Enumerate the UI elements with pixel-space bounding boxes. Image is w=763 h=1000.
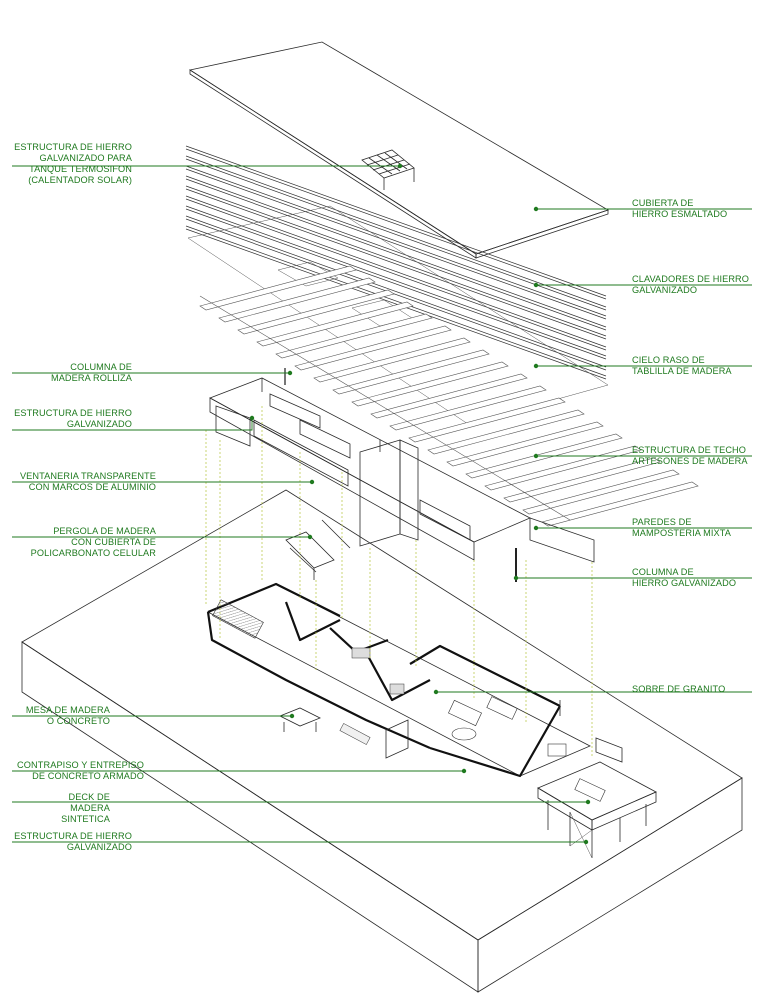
coffer-beam <box>446 421 604 467</box>
coffer-beam <box>256 301 414 347</box>
coffer-beam <box>484 445 642 491</box>
coffer-beam <box>427 409 585 455</box>
ground-floor-plan <box>206 582 623 778</box>
coffer-beam <box>503 457 661 503</box>
purlin-bar <box>185 208 607 360</box>
purlin-bar <box>185 205 607 357</box>
purlin-bar <box>185 195 607 348</box>
purlin-bar <box>185 228 607 380</box>
coffer-beam <box>275 313 433 359</box>
purlin-bar <box>185 198 607 351</box>
deck <box>537 761 657 859</box>
purlins-layer <box>185 145 607 380</box>
projection-lines <box>205 406 593 756</box>
purlin-bar <box>185 188 607 340</box>
leader-lines <box>12 163 752 845</box>
coffer-beam <box>199 265 357 311</box>
coffer-beam <box>351 361 509 407</box>
coffer-rail <box>199 295 571 521</box>
purlin-bar <box>185 155 607 308</box>
purlin-bar <box>185 178 607 331</box>
upper-walls-layer <box>209 368 595 582</box>
coffer-beam <box>294 325 452 371</box>
coffer-beam <box>522 469 680 515</box>
purlin-bar <box>185 168 607 320</box>
purlin-bar <box>185 148 607 300</box>
coffer-beam <box>541 481 699 527</box>
purlin-bar <box>185 225 607 377</box>
coffer-beam <box>408 397 566 443</box>
solar-tank-frame <box>361 149 415 190</box>
purlin-bar <box>185 158 607 311</box>
coffer-beam <box>332 349 490 395</box>
purlin-bar <box>185 165 607 317</box>
coffer-beam <box>389 385 547 431</box>
coffer-beam <box>237 289 395 335</box>
pergola <box>285 519 351 580</box>
purlin-bar <box>185 145 607 297</box>
purlin-bar <box>185 175 607 328</box>
terrain <box>21 489 743 993</box>
purlin-bar <box>185 185 607 337</box>
coffer-beam <box>218 277 376 323</box>
roof-sheet-layer <box>188 41 609 259</box>
label-granite: SOBRE DE GRANITO <box>632 684 726 694</box>
coffer-beam <box>370 373 528 419</box>
purlin-bar <box>185 218 607 371</box>
purlin-bar <box>185 215 607 368</box>
coffer-beam <box>313 337 471 383</box>
